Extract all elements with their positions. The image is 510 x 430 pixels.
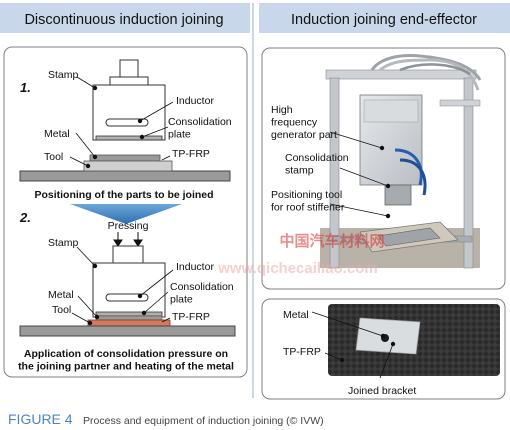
step1-tool-base xyxy=(19,170,231,182)
step2-pressing-label: Pressing xyxy=(108,220,149,232)
step1-inductor-coil xyxy=(105,118,149,127)
end-effector-photo xyxy=(320,54,482,269)
step2-number: 2. xyxy=(19,210,31,225)
step2-metal-part xyxy=(95,315,163,321)
step2-leader-lines xyxy=(71,246,174,326)
step2-caption: Application of consolidation pressure on… xyxy=(18,348,234,373)
step1-metal-part xyxy=(89,154,161,162)
step1-caption: Positioning of the parts to be joined xyxy=(34,189,213,201)
step1-leader-lines xyxy=(69,76,174,169)
left-header-bar xyxy=(0,3,250,33)
photo-top-leader-lines xyxy=(329,131,391,219)
step2-tool-base xyxy=(19,325,236,337)
pressing-arrows xyxy=(113,232,143,247)
left-panel-frame xyxy=(3,46,248,378)
step1-tp-frp-part xyxy=(83,160,173,172)
step2-tp-frp-heated xyxy=(87,319,171,327)
label-tp-frp-photo: TP-FRP xyxy=(283,346,321,358)
step2-label-tp-frp: TP-FRP xyxy=(172,311,210,323)
step2-label-metal: Metal xyxy=(48,289,74,301)
step1-consolidation-plate xyxy=(95,135,163,141)
right-panel-title: Induction joining end-effector xyxy=(291,12,477,28)
step1-label-metal: Metal xyxy=(44,128,70,140)
step2-label-inductor: Inductor xyxy=(176,261,214,273)
figure-caption-text: Process and equipment of induction joini… xyxy=(83,415,324,427)
step1-number: 1. xyxy=(20,80,31,95)
step2-stamp-housing xyxy=(92,262,166,318)
step1-label-tool: Tool xyxy=(44,151,63,163)
right-header-bar xyxy=(259,3,510,33)
photo-bottom-leader-lines xyxy=(311,311,396,379)
watermark-url: www.qichecailiao.com xyxy=(217,260,378,277)
step1-label-tp-frp: TP-FRP xyxy=(172,148,210,160)
process-step-arrow xyxy=(70,204,182,224)
step2-label-tool: Tool xyxy=(52,304,71,316)
step1-label-stamp: Stamp xyxy=(48,69,79,81)
step2-inductor-coil xyxy=(105,293,149,302)
figure-number: FIGURE 4 xyxy=(8,411,73,427)
step2-stamp-shaft xyxy=(112,245,144,265)
step2-label-stamp: Stamp xyxy=(48,237,79,249)
step1-stamp-shaft xyxy=(119,59,139,79)
joined-bracket-photo xyxy=(328,304,500,376)
label-joined-bracket: Joined bracket xyxy=(348,385,416,397)
left-panel-title: Discontinuous induction joining xyxy=(24,12,223,28)
figure-caption: FIGURE 4 Process and equipment of induct… xyxy=(8,411,324,428)
step1-label-inductor: Inductor xyxy=(176,95,214,107)
label-metal-photo: Metal xyxy=(283,309,309,321)
step1-stamp-head xyxy=(109,76,149,86)
watermark-cn: 中国汽车材料网 xyxy=(279,232,384,250)
step2-consolidation-plate xyxy=(95,311,163,317)
